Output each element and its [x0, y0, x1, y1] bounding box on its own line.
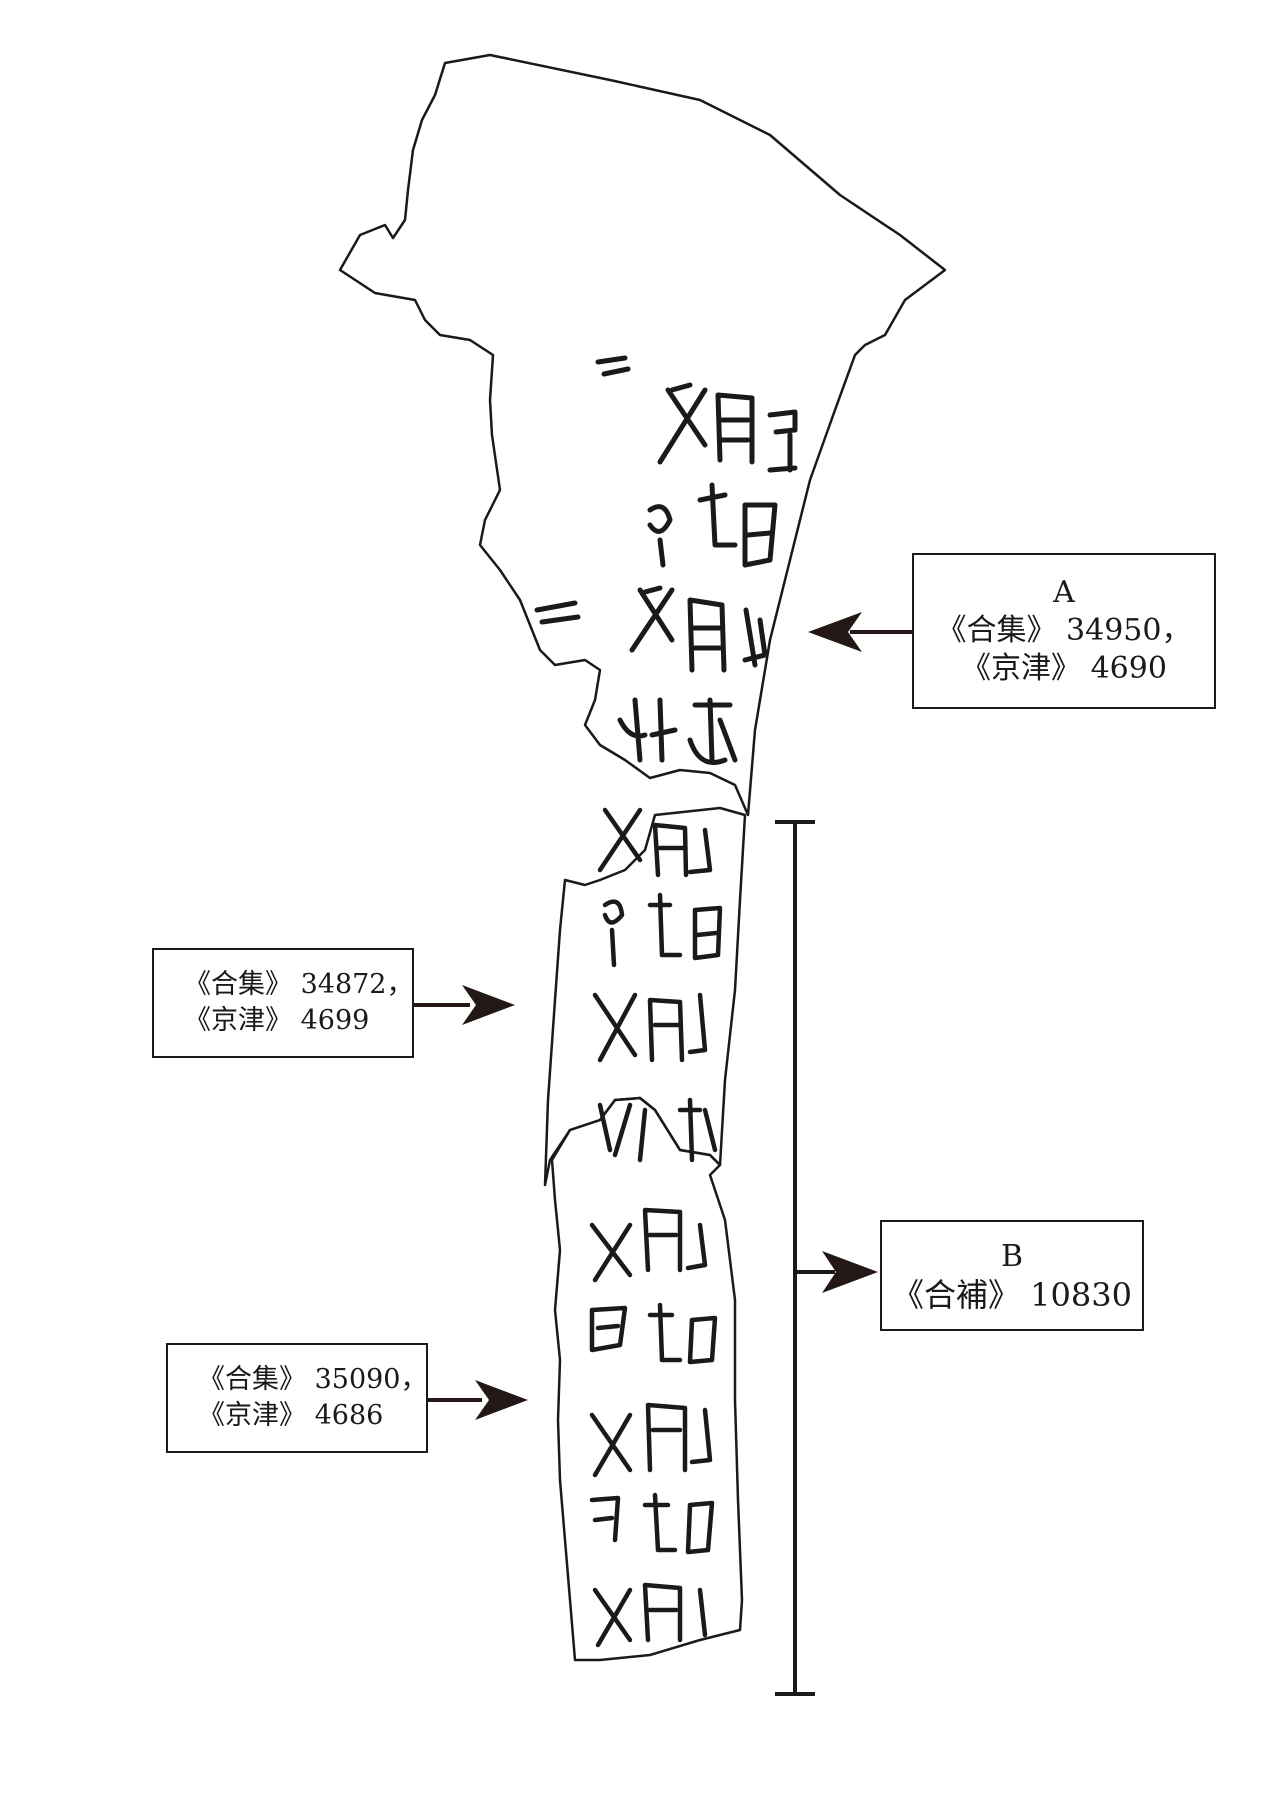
inscription-fragment-b — [589, 807, 723, 1648]
label-a-line2: 《京津》 4690 — [961, 651, 1167, 686]
fragment-a-outline — [338, 53, 947, 817]
arrow-a — [808, 612, 912, 652]
bracket-b — [775, 820, 835, 1696]
label-a-title: A — [1053, 575, 1075, 610]
label-box-34872: 《合集》 34872， 《京津》 4699 — [152, 948, 414, 1058]
arrow-d — [428, 1380, 528, 1420]
label-d-line2: 《京津》 4686 — [198, 1400, 384, 1431]
arrow-b — [822, 1251, 878, 1293]
label-b-title: B — [1000, 1238, 1024, 1274]
label-d-line1: 《合集》 35090， — [198, 1364, 428, 1395]
label-box-b: B 《合補》 10830 — [880, 1220, 1144, 1331]
fragment-b-lower-outline — [550, 1096, 744, 1662]
label-c-line2: 《京津》 4699 — [184, 1005, 370, 1036]
label-box-35090: 《合集》 35090， 《京津》 4686 — [166, 1343, 428, 1453]
label-c-line1: 《合集》 34872， — [184, 969, 414, 1000]
label-box-a: A 《合集》 34950， 《京津》 4690 — [912, 553, 1216, 709]
inscription-fragment-a — [534, 355, 798, 765]
label-b-line1: 《合補》 10830 — [892, 1275, 1132, 1314]
arrow-c — [414, 985, 515, 1025]
label-a-line1: 《合集》 34950， — [936, 613, 1192, 648]
